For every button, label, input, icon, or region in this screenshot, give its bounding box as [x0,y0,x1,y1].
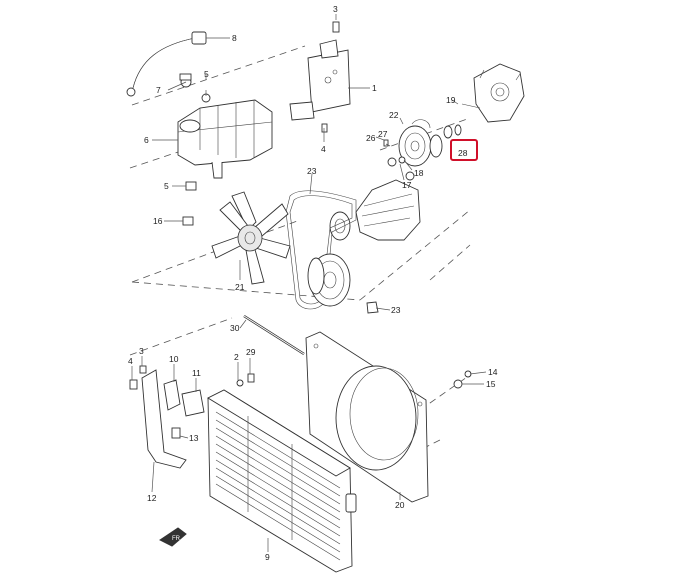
callout-10: 10 [169,354,179,364]
alternator [329,171,421,241]
water-pump-pulley [383,119,462,167]
fr-marker-label: FR [172,536,181,542]
thermostat-housing [461,63,525,123]
callout-5-mid: 5 [164,181,169,191]
callout-7: 7 [156,85,161,95]
callout-8: 8 [232,33,237,43]
callout-13: 13 [189,433,199,443]
callout-1: 1 [372,83,377,93]
highlight-box-28 [450,139,478,161]
leader-lines [131,14,487,552]
radiator [207,389,357,573]
callout-16: 16 [153,216,163,226]
reservoir-tank [177,93,273,179]
callout-20: 20 [395,500,405,510]
callout-18: 18 [414,168,424,178]
fan-shroud [305,331,429,503]
callout-5-top: 5 [204,69,209,79]
side-bracket [129,365,472,469]
crank-pulley [307,253,351,307]
callout-29: 29 [246,347,256,357]
callout-12: 12 [147,493,157,503]
callout-30: 30 [230,323,240,333]
callout-9: 9 [265,552,270,562]
callout-4-top: 4 [321,144,326,154]
callout-3-top: 3 [333,4,338,14]
callout-19: 19 [446,95,456,105]
callout-labels: 3 8 5 7 1 6 5 16 4 19 22 27 26 17 18 28 … [128,4,498,562]
callout-2: 2 [234,352,239,362]
front-direction-marker: FR [159,527,187,547]
reservoir-hose [126,31,207,97]
callout-14: 14 [488,367,498,377]
callout-21: 21 [235,282,245,292]
callout-28: 28 [458,148,468,158]
callout-22: 22 [389,110,399,120]
cooling-fan [211,191,291,285]
callout-3-left: 3 [139,346,144,356]
callout-6: 6 [144,135,149,145]
callout-27: 27 [378,129,388,139]
callout-15: 15 [486,379,496,389]
callout-23: 23 [391,305,401,315]
callout-24: 23 [307,166,317,176]
callout-17: 17 [402,180,412,190]
mounting-bracket [289,21,351,133]
callout-11: 11 [192,368,201,378]
callout-26: 26 [366,133,376,143]
rubber-strip [243,314,305,356]
callout-4-left: 4 [128,356,133,366]
small-bolts [182,181,379,314]
